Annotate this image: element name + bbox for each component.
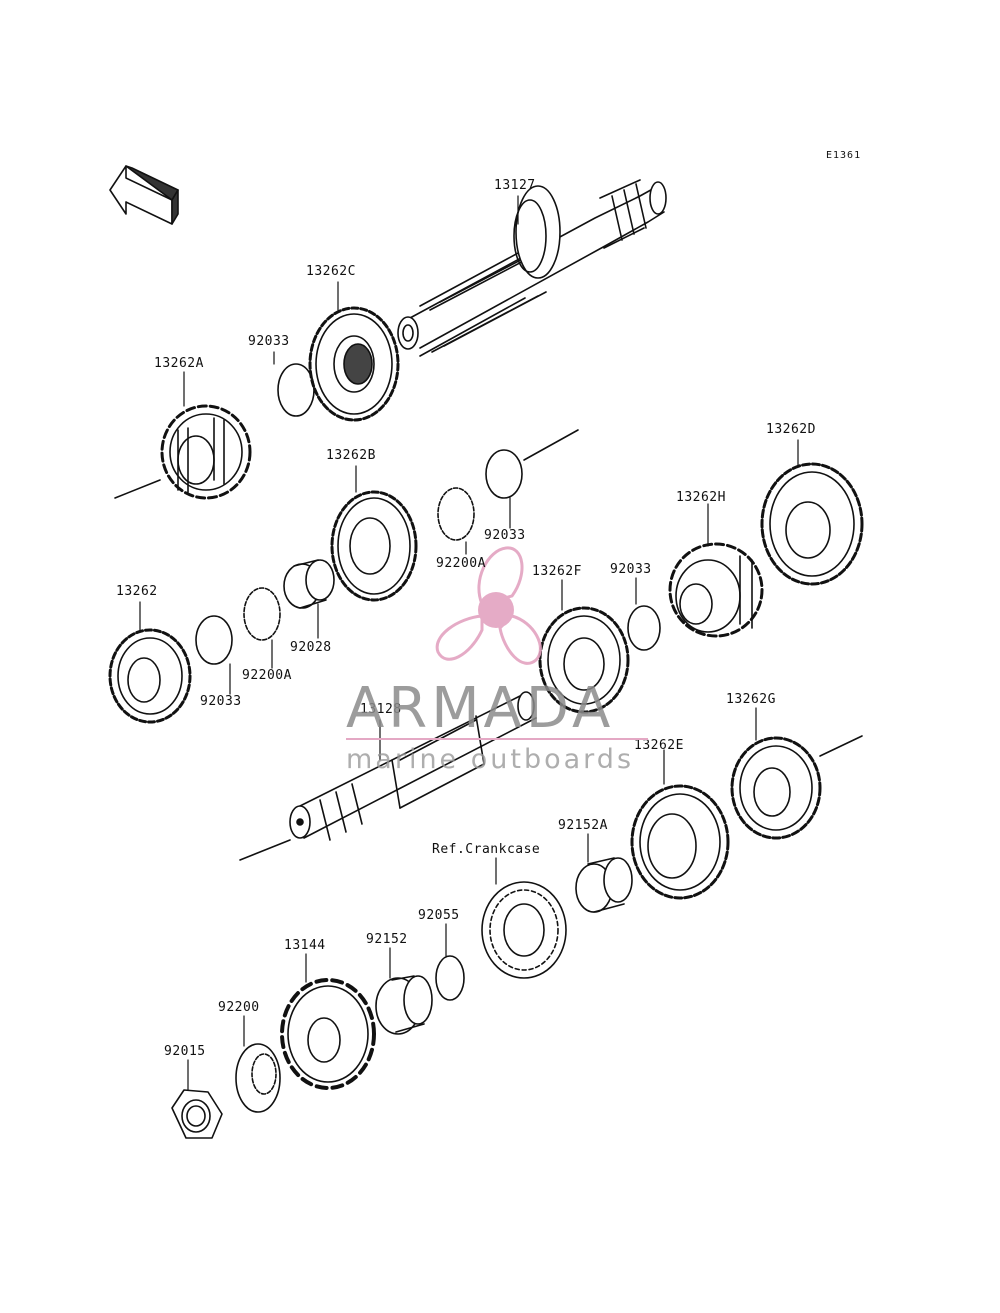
gear-13262H [668, 542, 764, 638]
label-92028: 92028 [290, 640, 332, 655]
circlip-92033-a [277, 363, 315, 417]
label-ref-crankcase: Ref.Crankcase [432, 842, 541, 857]
label-92033-c: 92033 [610, 562, 652, 577]
label-13262D: 13262D [766, 422, 816, 437]
sprocket-13144 [280, 978, 376, 1090]
label-92055: 92055 [418, 908, 460, 923]
nut-92015 [171, 1089, 223, 1139]
gear-13262G [730, 736, 822, 840]
circlip-92033-b [485, 449, 523, 499]
ball-bearing-ref-crankcase [481, 881, 567, 979]
label-92200A-b: 92200A [242, 668, 292, 683]
axis-line-lower-left [239, 839, 291, 861]
washer-92200A-b [243, 587, 281, 641]
diagram-code: E1361 [826, 150, 862, 161]
main-shaft-13127 [397, 179, 667, 357]
label-13262C: 13262C [306, 264, 356, 279]
gear-13262B [330, 490, 418, 602]
gear-13262F [538, 606, 630, 714]
label-13128: 13128 [360, 702, 402, 717]
label-92033-b: 92033 [484, 528, 526, 543]
axis-line-lower-right [819, 735, 863, 757]
gear-13262C [308, 306, 400, 422]
watermark-propeller-icon [435, 546, 542, 665]
gear-13262 [108, 628, 192, 724]
watermark-divider [346, 738, 648, 740]
label-92033-d: 92033 [200, 694, 242, 709]
watermark-title: ARMADA [346, 676, 615, 741]
label-13262G: 13262G [726, 692, 776, 707]
label-92015: 92015 [164, 1044, 206, 1059]
label-92200A-a: 92200A [436, 556, 486, 571]
front-arrow-icon [109, 165, 179, 225]
label-13262H: 13262H [676, 490, 726, 505]
label-13262A: 13262A [154, 356, 204, 371]
label-92152A: 92152A [558, 818, 608, 833]
label-13262E: 13262E [634, 738, 684, 753]
label-13127: 13127 [494, 178, 536, 193]
washer-92200 [235, 1043, 281, 1113]
label-13144: 13144 [284, 938, 326, 953]
gear-13262E [630, 784, 730, 900]
label-92152: 92152 [366, 932, 408, 947]
circlip-92033-d [195, 615, 233, 665]
axis-line-upper-right [523, 429, 579, 461]
washer-92200A-a [437, 487, 475, 541]
collar-92152 [375, 975, 433, 1035]
collar-92152A [575, 857, 633, 913]
circlip-92033-c [627, 605, 661, 651]
gear-13262A [160, 404, 252, 500]
axis-line-upper-left [114, 479, 161, 499]
label-92033-a: 92033 [248, 334, 290, 349]
label-13262F: 13262F [532, 564, 582, 579]
leader-lines [139, 195, 799, 1091]
o-ring-92055 [435, 955, 465, 1001]
watermark-subtitle: marine outboards [346, 744, 635, 775]
gear-13262D [760, 462, 864, 586]
label-13262B: 13262B [326, 448, 376, 463]
needle-bearing-92028 [283, 559, 335, 609]
label-13262: 13262 [116, 584, 158, 599]
label-92200: 92200 [218, 1000, 260, 1015]
